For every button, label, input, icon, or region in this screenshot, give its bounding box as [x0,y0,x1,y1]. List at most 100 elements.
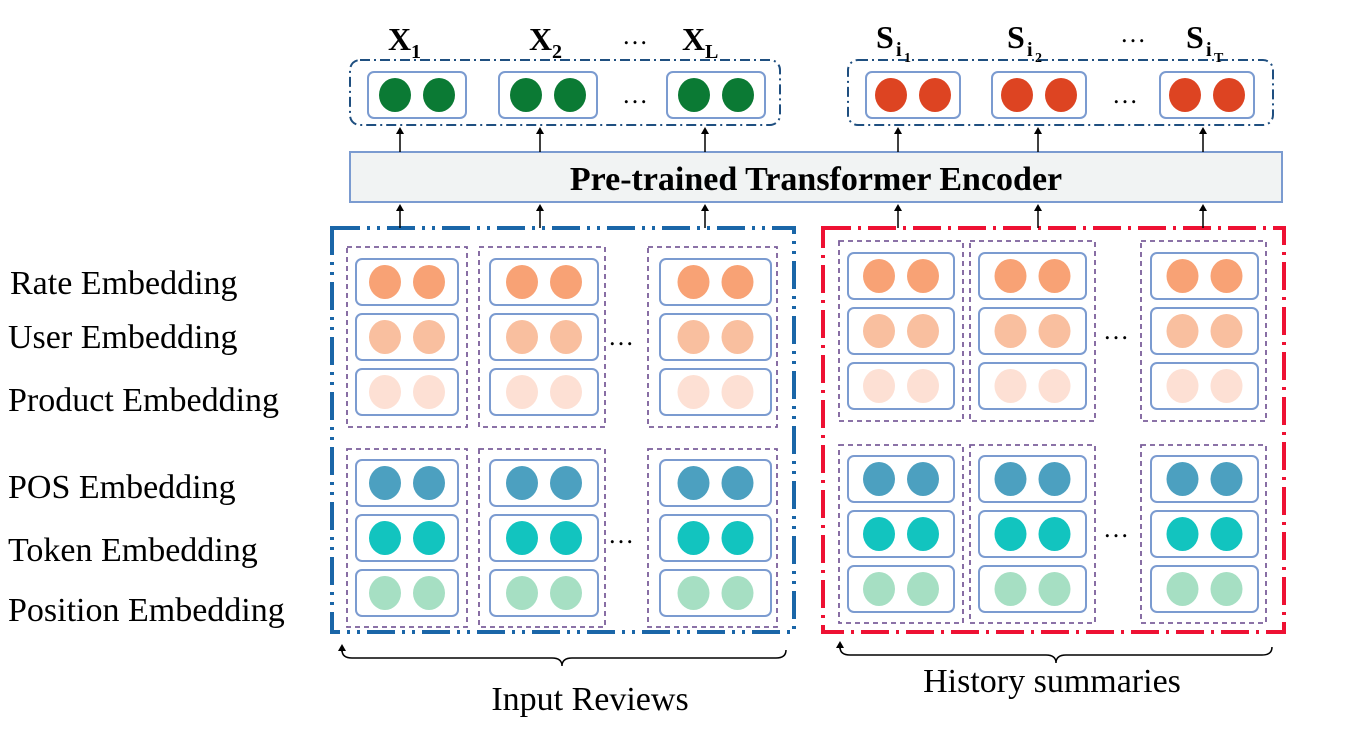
input-col-1-lower-group [346,448,468,628]
input-col-1-product-slot [355,368,459,416]
input-col-3-token-slot-box [659,514,772,562]
input-col-3-user-slot-box [659,313,772,361]
history-col-3-position-slot-dot-1 [1166,572,1199,606]
arrow-to-output-5 [1034,127,1042,152]
svg-text:i: i [1027,39,1033,61]
history-col-3-lower-group [1140,444,1267,624]
input-col-2-pos-slot-dot-2 [550,466,582,500]
history-col-2-pos-slot-dot-2 [1038,462,1071,496]
output-label-si1: S i 1 [876,19,911,66]
output-label-sit: S i T [1186,19,1224,66]
arrow-to-encoder-6 [1199,204,1207,228]
output-ellipsis-right: … [1112,80,1138,109]
arrow-to-output-3 [701,127,709,152]
input-col-1-pos-slot [355,459,459,507]
input-col-3-product-slot-dot-2 [721,375,754,409]
transformer-encoder-label: Pre-trained Transformer Encoder [570,161,1062,198]
history-col-1-position-slot-dot-1 [863,572,895,606]
user-embedding-label: User Embedding [8,319,237,356]
history-col-3-user-slot-dot-2 [1210,314,1243,348]
svg-text:1: 1 [904,51,911,66]
input-col-2-rate-slot-dot-1 [506,265,538,299]
history-col-2-token-slot-dot-1 [994,517,1027,551]
input-col-1-position-slot [355,569,459,617]
history-col-2-user-slot [978,307,1087,355]
brace-arrow-left [338,644,346,652]
history-col-2-rate-slot [978,252,1087,300]
history-summaries-brace [839,646,1273,664]
output-slot-x-2-dot-1 [510,78,542,112]
output-slot-x-1-dot-2 [423,78,455,112]
input-reviews-brace [341,649,787,667]
history-col-3-user-slot [1150,307,1259,355]
history-col-3-product-slot-dot-1 [1166,369,1199,403]
input-col-2-pos-slot-dot-1 [506,466,538,500]
history-col-2-rate-slot-dot-2 [1038,259,1071,293]
input-col-3-upper-group [647,246,778,428]
input-col-3-token-slot-dot-1 [677,521,710,555]
history-col-1-token-slot-dot-1 [863,517,895,551]
svg-text:S: S [1007,19,1025,55]
history-col-2-pos-slot-dot-1 [994,462,1027,496]
input-col-2-token-slot-dot-2 [550,521,582,555]
output-slot-x-1 [367,71,467,119]
input-col-3-token-slot [659,514,772,562]
history-col-3-product-slot-dot-2 [1210,369,1243,403]
output-slot-s-2-dot-1 [1001,78,1033,112]
input-col-1-pos-slot-dot-2 [413,466,445,500]
history-col-3-token-slot [1150,510,1259,558]
input-col-2-user-slot-dot-1 [506,320,538,354]
output-slot-x-2 [498,71,598,119]
history-col-1-rate-slot-dot-1 [863,259,895,293]
input-col-1-upper-group [346,246,468,428]
arrow-to-output-4 [894,127,902,152]
output-label-x1: X 1 [388,21,421,63]
input-col-3-product-slot-box [659,368,772,416]
input-col-3-pos-slot [659,459,772,507]
svg-text:2: 2 [1035,51,1042,66]
input-col-3-position-slot-box [659,569,772,617]
svg-text:X: X [682,21,705,57]
output-slot-x-2-dot-2 [554,78,586,112]
history-col-3-pos-slot [1150,455,1259,503]
arrow-to-encoder-4 [894,204,902,228]
input-col-2-user-slot [489,313,599,361]
input-col-3-token-slot-dot-2 [721,521,754,555]
output-frame-right [847,59,1274,126]
input-col-2-upper-group [478,246,606,428]
svg-text:X: X [388,21,411,57]
history-col-3-product-slot [1150,362,1259,410]
output-slot-s-3 [1159,71,1255,119]
history-col-3-rate-slot-dot-1 [1166,259,1199,293]
history-col-2-product-slot-dot-2 [1038,369,1071,403]
svg-text:S: S [876,19,894,55]
input-col-1-user-slot-dot-2 [413,320,445,354]
input-col-2-product-slot-dot-1 [506,375,538,409]
svg-text:1: 1 [411,41,421,63]
input-col-2-pos-slot [489,459,599,507]
history-col-2-lower-group [969,444,1096,624]
history-col-1-pos-slot-dot-1 [863,462,895,496]
input-col-1-position-slot-dot-2 [413,576,445,610]
embedding-ellipsis-right-top: … [1103,316,1129,345]
rate-embedding-label: Rate Embedding [10,265,238,302]
input-col-3-pos-slot-dot-2 [721,466,754,500]
output-label-si2: S i 2 [1007,19,1042,66]
history-col-2-rate-slot-dot-1 [994,259,1027,293]
history-col-3-position-slot-dot-2 [1210,572,1243,606]
input-col-1-position-slot-dot-1 [369,576,401,610]
arrow-to-encoder-2 [536,204,544,228]
input-col-3-rate-slot-dot-1 [677,265,710,299]
history-col-3-token-slot-dot-1 [1166,517,1199,551]
input-col-2-position-slot [489,569,599,617]
history-col-3-pos-slot-dot-1 [1166,462,1199,496]
history-summaries-caption: History summaries [923,663,1181,700]
history-col-1-position-slot-dot-2 [907,572,939,606]
input-col-2-position-slot-dot-2 [550,576,582,610]
input-col-2-product-slot [489,368,599,416]
history-summaries-frame [821,226,1286,634]
history-col-2-token-slot-dot-2 [1038,517,1071,551]
svg-text:S: S [1186,19,1204,55]
input-col-3-lower-group [647,448,778,628]
